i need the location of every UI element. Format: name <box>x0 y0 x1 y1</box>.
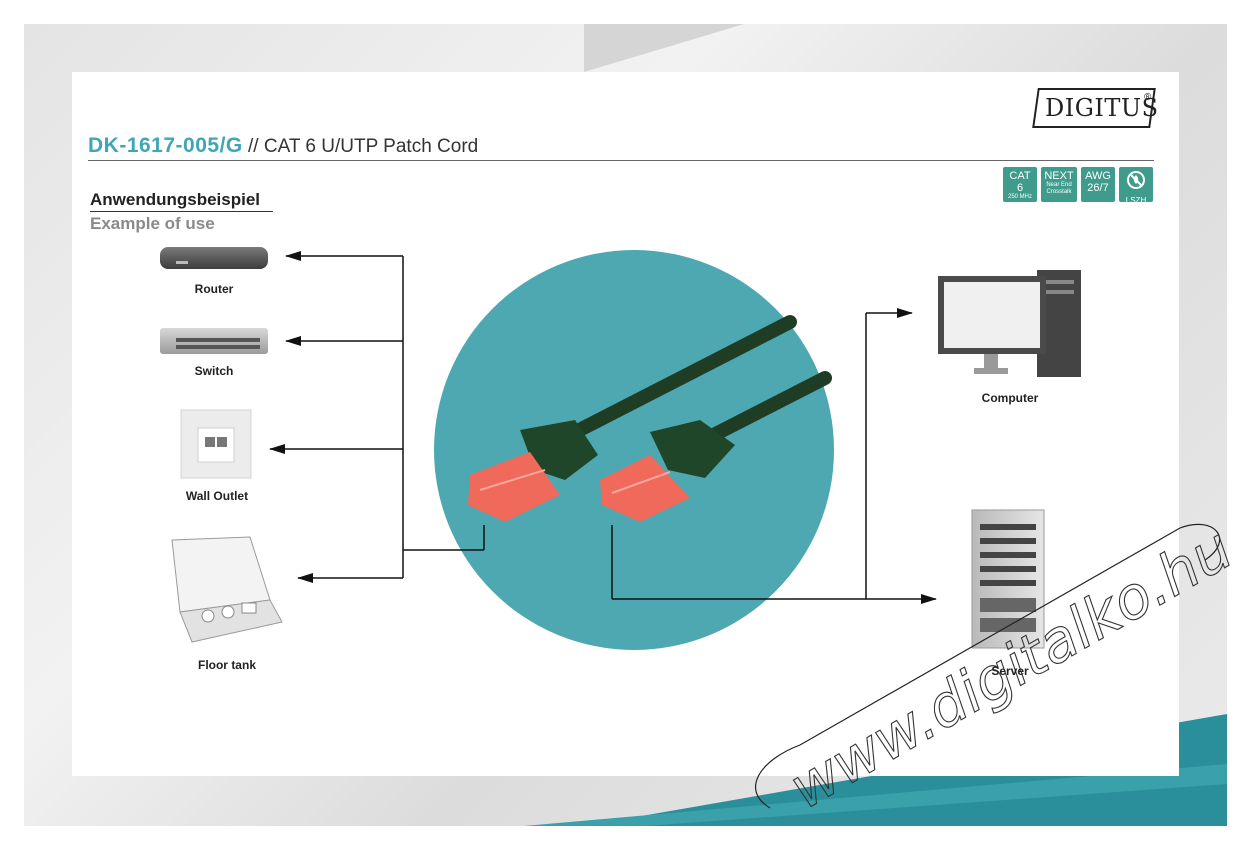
badge-cat6-top: CAT <box>1009 170 1031 182</box>
wall-outlet-label: Wall Outlet <box>185 489 249 503</box>
badge-next-top: NEXT <box>1044 170 1074 182</box>
wall-outlet-icon <box>180 409 252 479</box>
computer-label: Computer <box>981 391 1039 405</box>
badge-awg: AWG 26/7 <box>1081 167 1115 202</box>
badge-next-bottom: Crosstalk <box>1046 189 1072 195</box>
server-label: Server <box>991 664 1029 678</box>
logo-registered-mark: ® <box>1144 92 1152 103</box>
product-description: // CAT 6 U/UTP Patch Cord <box>242 136 479 157</box>
watermark-outline <box>755 523 1221 809</box>
product-circle <box>434 250 834 650</box>
section-heading-english: Example of use <box>90 214 215 233</box>
teal-stripe-light <box>524 764 1227 826</box>
badge-lszh-label: LSZH <box>1125 196 1147 205</box>
floor-tank-label: Floor tank <box>197 658 256 672</box>
floor-tank-icon <box>171 536 283 643</box>
left-connection-lines <box>269 251 485 583</box>
no-flame-icon <box>1127 171 1145 189</box>
badge-next-mid: Near End <box>1046 182 1072 188</box>
switch-icon <box>160 328 268 354</box>
badge-cat6-mid: 6 <box>1016 182 1024 194</box>
badge-awg-mid: 26/7 <box>1087 182 1109 194</box>
page-title: DK-1617-005/G // CAT 6 U/UTP Patch Cord <box>88 134 478 158</box>
section-heading-underline <box>90 211 273 212</box>
gray-stripe <box>584 24 744 72</box>
router-icon <box>160 247 268 269</box>
badge-cat6: CAT 6 250 MHz <box>1003 167 1037 202</box>
section-heading-german: Anwendungsbeispiel <box>90 190 261 209</box>
badge-next: NEXT Near End Crosstalk <box>1041 167 1077 202</box>
title-divider <box>88 160 1154 161</box>
switch-label: Switch <box>194 364 234 378</box>
digitus-logo: DIGITUS ® <box>1032 88 1159 130</box>
server-icon <box>971 509 1045 649</box>
rj45-connector-right <box>600 455 690 522</box>
patch-cable <box>468 315 832 522</box>
badge-cat6-bottom: 250 MHz <box>1007 194 1032 200</box>
badge-lszh: LSZH <box>1119 167 1153 205</box>
computer-icon <box>938 270 1081 377</box>
right-connection-lines <box>611 308 937 604</box>
rj45-connector-left <box>468 452 560 522</box>
badge-awg-top: AWG <box>1085 170 1111 182</box>
logo-text: DIGITUS <box>1045 94 1159 122</box>
product-code: DK-1617-005/G <box>88 134 243 157</box>
router-label: Router <box>194 282 234 296</box>
